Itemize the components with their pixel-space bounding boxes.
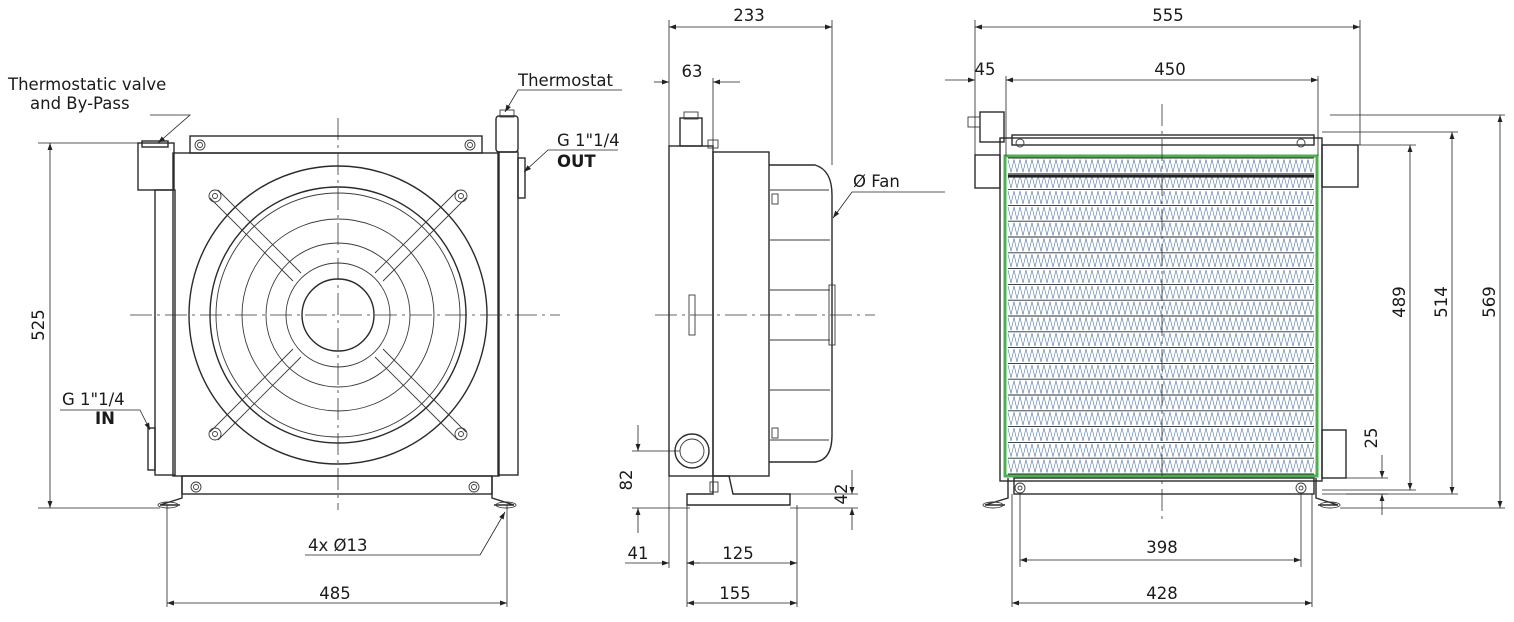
core-fin-row — [1007, 301, 1315, 315]
side-motor-ribs — [770, 189, 836, 441]
label-out: OUT — [557, 152, 596, 171]
rear-right-tank — [1321, 144, 1359, 188]
dim-side-foot-offset: 41 — [628, 544, 649, 563]
rear-frame — [999, 137, 1323, 482]
label-in: IN — [95, 409, 115, 428]
dim-rear-foot-outer: 428 — [1146, 584, 1178, 603]
core-fin-row — [1007, 412, 1315, 426]
label-thermostat: Thermostat — [517, 71, 614, 90]
core-fin-row — [1007, 443, 1315, 457]
dim-front-height: 525 — [29, 309, 48, 341]
leader-out — [523, 149, 618, 173]
annotation-texts: Thermostatic valve and By-Pass Thermosta… — [7, 6, 1499, 603]
side-shroud — [712, 151, 770, 477]
dim-side-foot-outer: 155 — [719, 584, 751, 603]
front-top-bar — [189, 135, 483, 154]
front-shroud-screws — [190, 139, 480, 493]
dim-rear-frame-height: 514 — [1432, 286, 1451, 318]
leader-thermostat — [504, 89, 622, 113]
core-fin-row — [1007, 270, 1315, 283]
side-fan-motor — [769, 164, 833, 463]
core-fin-row — [1007, 175, 1315, 189]
front-thermostat — [495, 109, 519, 153]
front-right-side-plate — [497, 151, 519, 476]
side-thermostat — [679, 111, 703, 147]
dim-side-top-offset: 63 — [682, 62, 703, 81]
core-fin-row — [1007, 380, 1315, 394]
core-fin-row — [1007, 364, 1315, 378]
label-mounting-holes: 4x Ø13 — [308, 536, 368, 555]
dim-rear-total-height: 569 — [1480, 286, 1499, 318]
core-top-bar — [1008, 174, 1314, 178]
label-fan: Ø Fan — [853, 172, 900, 191]
core-fin-row — [1007, 349, 1315, 362]
front-in-port — [147, 427, 156, 471]
front-out-port — [517, 157, 526, 199]
core-fin-row — [1007, 159, 1315, 173]
dim-front-width: 485 — [319, 584, 351, 603]
rear-thermostat — [967, 111, 1005, 143]
rear-view — [967, 104, 1359, 520]
dim-rear-left-offset: 45 — [975, 60, 996, 79]
side-view — [655, 111, 875, 506]
label-out-thread: G 1"1/4 — [557, 131, 620, 150]
rear-left-tank — [974, 154, 1001, 189]
leader-thermostatic-valve — [150, 114, 192, 144]
core-fin-row — [1007, 222, 1315, 236]
front-bottom-bar — [181, 475, 493, 495]
front-view — [130, 109, 560, 510]
core-fin-row — [1007, 206, 1315, 220]
front-fan-shroud — [172, 152, 500, 477]
core-fin-row — [1007, 254, 1315, 268]
dim-rear-port-height: 25 — [1362, 428, 1381, 449]
rear-feet — [982, 478, 1341, 509]
core-fin-row — [1007, 285, 1315, 299]
core-fin-row — [1007, 238, 1315, 252]
core-fin-row — [1007, 396, 1315, 410]
front-left-side-plate — [154, 189, 176, 476]
label-thermostatic-valve-1: Thermostatic valve — [7, 75, 166, 94]
core-fin-row — [1007, 428, 1315, 441]
dim-rear-core-width: 450 — [1154, 60, 1186, 79]
side-core — [668, 145, 714, 477]
side-foot — [686, 475, 791, 506]
front-left-tank — [137, 142, 175, 191]
rear-core-highlight — [1003, 154, 1319, 478]
dim-rear-total-width: 555 — [1152, 6, 1184, 25]
rear-cooling-core-fins — [1007, 157, 1315, 475]
core-fin-row — [1007, 317, 1315, 331]
leader-lines — [60, 89, 945, 556]
dim-rear-foot-inner: 398 — [1146, 538, 1178, 557]
dim-side-foot-inner: 125 — [722, 544, 754, 563]
front-feet — [157, 476, 517, 509]
dim-side-foot-height: 42 — [832, 484, 851, 505]
core-fin-row — [1007, 333, 1315, 347]
dim-side-port-height: 82 — [617, 470, 636, 491]
rear-frame-screws — [1014, 138, 1307, 494]
label-thermostatic-valve-2: and By-Pass — [30, 94, 130, 113]
leader-fan — [832, 191, 945, 219]
label-in-thread: G 1"1/4 — [62, 390, 125, 409]
core-fin-row — [1007, 191, 1315, 204]
leader-in — [60, 409, 151, 431]
dim-rear-core-height: 489 — [1390, 286, 1409, 318]
dimension-lines — [38, 20, 1505, 607]
core-fin-row — [1007, 459, 1315, 473]
dim-side-depth: 233 — [733, 6, 765, 25]
rear-bottom-port — [1321, 429, 1347, 479]
leader-holes — [305, 511, 506, 556]
